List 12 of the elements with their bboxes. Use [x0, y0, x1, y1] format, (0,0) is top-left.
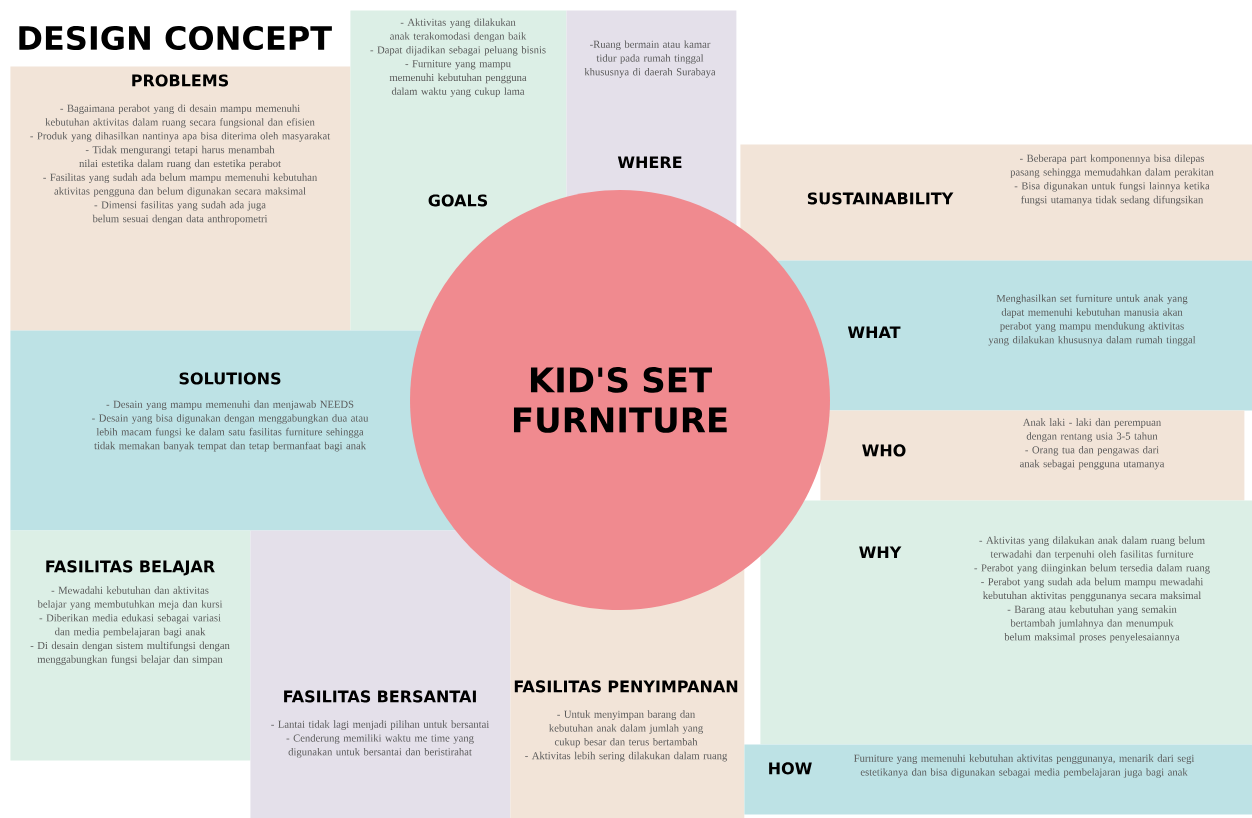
panel-heading: WHO	[862, 444, 906, 457]
panel-heading: FASILITAS BELAJAR	[46, 560, 215, 576]
panel-heading: FASILITAS PENYIMPANAN	[514, 680, 738, 693]
panel-heading: PROBLEMS	[132, 74, 229, 87]
panel-heading: GOALS	[428, 194, 488, 207]
panel-heading: HOW	[769, 762, 812, 775]
panel-heading: FASILITAS BERSANTAI	[284, 690, 476, 703]
panel-heading: WHAT	[847, 326, 901, 339]
panel-heading: WHY	[859, 546, 902, 559]
panel-heading: SOLUTIONS	[179, 372, 281, 385]
title: DESIGN CONCEPT	[19, 25, 332, 51]
panel-heading: WHERE	[617, 156, 682, 169]
